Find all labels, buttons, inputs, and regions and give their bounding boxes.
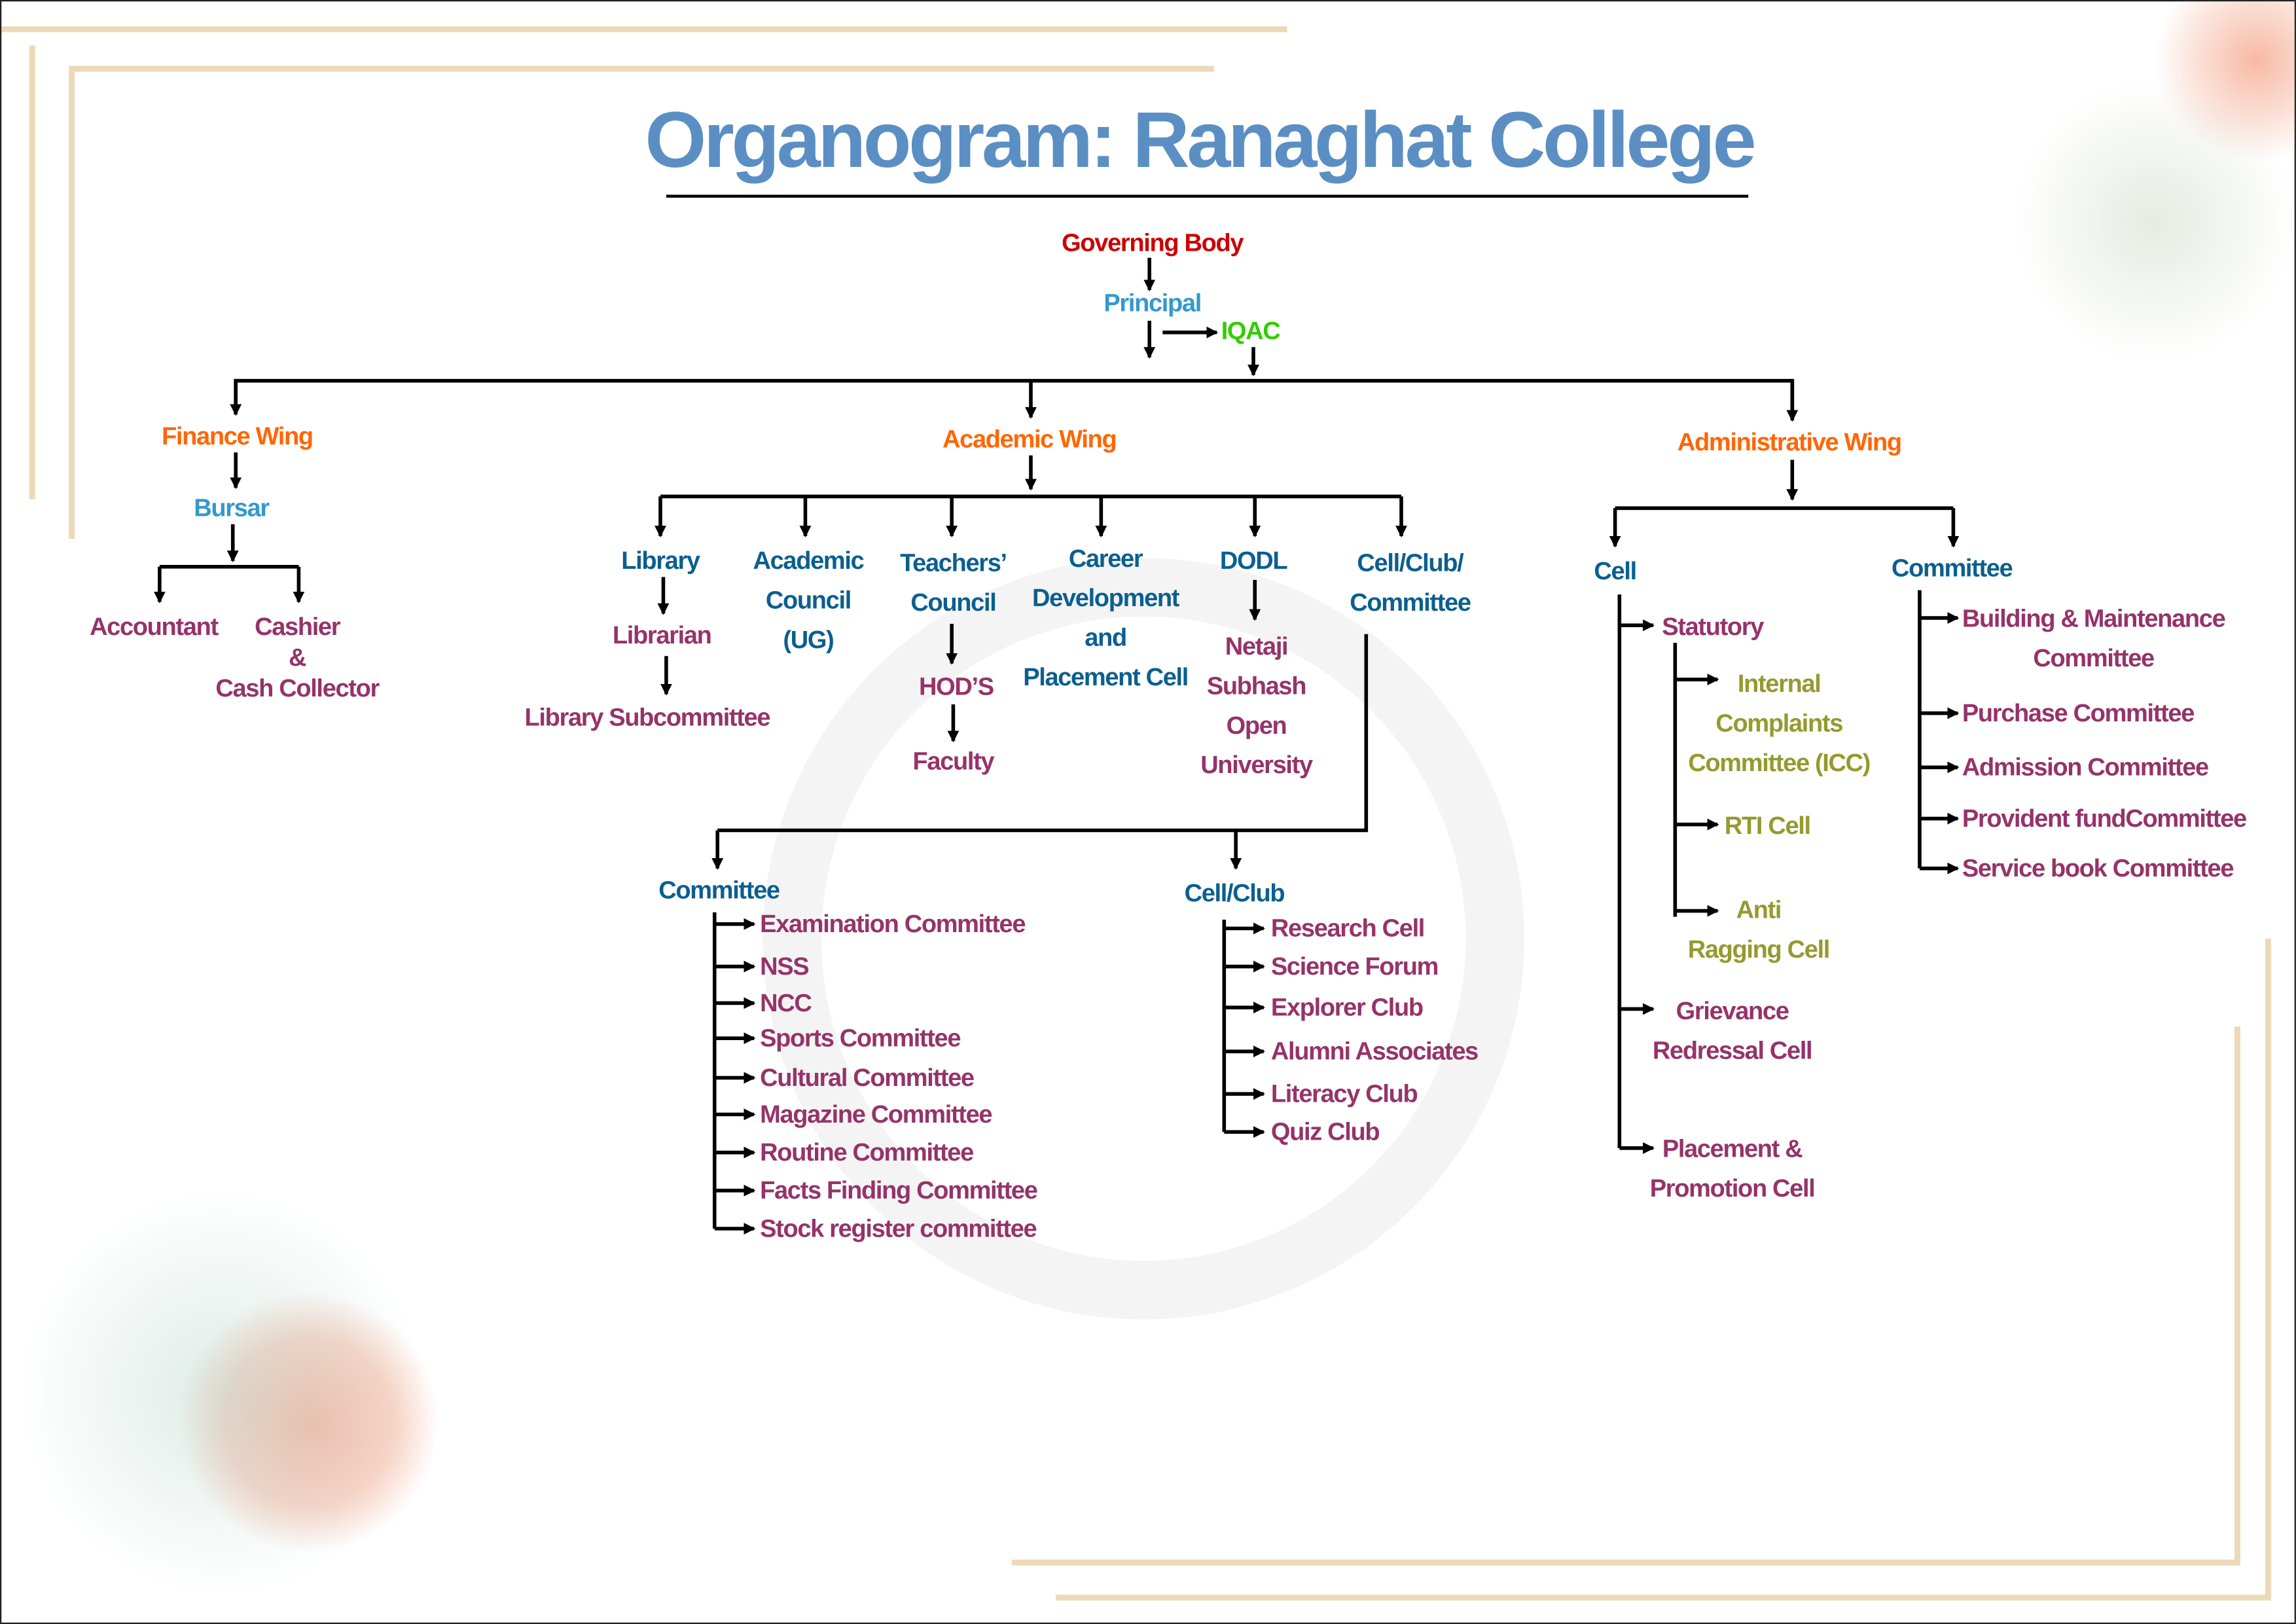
list-item: Routine Committee (760, 1138, 974, 1166)
node-teachers-council: Teachers’ Council (900, 549, 1007, 617)
decorative-border (1, 26, 2271, 1601)
node-anti-ragging-cell: Anti Ragging Cell (1687, 896, 1831, 964)
node-accountant: Accountant (90, 613, 219, 641)
list-item: Examination Committee (760, 910, 1026, 938)
list-item: NSS (760, 952, 810, 981)
node-icc: Internal Complaints Committee (ICC) (1688, 670, 1871, 777)
node-governing-body: Governing Body (1062, 229, 1244, 257)
node-iqac: IQAC (1221, 317, 1281, 345)
node-hods: HOD’S (919, 672, 994, 701)
node-admin-cell: Cell (1594, 557, 1637, 585)
node-cell-club-committee: Cell/Club/ Committee (1350, 549, 1471, 617)
node-dodl: DODL (1219, 547, 1288, 575)
node-admin-committee: Committee (1891, 554, 2013, 583)
list-item: Literacy Club (1270, 1079, 1418, 1108)
list-item: Stock register committee (760, 1214, 1037, 1243)
list-item: Facts Finding Committee (760, 1176, 1038, 1205)
list-item: NCC (760, 989, 812, 1017)
node-finance-wing: Finance Wing (162, 422, 314, 450)
node-grievance-redressal-cell: Grievance Redressal Cell (1652, 997, 1813, 1065)
node-nsou: Netaji Subhash Open University (1200, 632, 1313, 780)
node-library: Library (621, 547, 700, 575)
node-cashier: Cashier & Cash Collector (215, 613, 380, 702)
node-librarian: Librarian (612, 621, 712, 650)
leaf-decoration-top-right (2007, 60, 2295, 382)
list-item: Purchase Committee (1962, 699, 2195, 727)
node-academic-wing: Academic Wing (942, 425, 1117, 454)
node-rti-cell: RTI Cell (1724, 812, 1811, 840)
node-placement-promotion-cell: Placement & Promotion Cell (1649, 1134, 1816, 1202)
list-item: Admission Committee (1962, 753, 2209, 782)
node-statutory: Statutory (1662, 613, 1764, 641)
node-faculty: Faculty (912, 748, 995, 776)
node-academic-committee: Committee (658, 876, 780, 905)
list-item: Quiz Club (1270, 1118, 1380, 1146)
node-administrative-wing: Administrative Wing (1677, 428, 1902, 456)
node-bursar: Bursar (194, 494, 270, 522)
list-item: Cultural Committee (760, 1064, 975, 1092)
node-principal: Principal (1103, 289, 1202, 317)
list-item: Alumni Associates (1270, 1038, 1479, 1066)
list-item: Science Forum (1270, 952, 1439, 981)
list-item: Sports Committee (760, 1024, 961, 1053)
node-career-development: Career Development and Placement Cell (1023, 545, 1189, 691)
node-library-subcommittee: Library Subcommittee (524, 703, 770, 732)
page-title: Organogram: Ranaghat College (645, 96, 1756, 185)
list-item: Provident fundCommittee (1962, 804, 2247, 833)
list-item: Explorer Club (1270, 993, 1424, 1022)
leaf-decoration-bottom-left (1, 1172, 441, 1613)
node-academic-council: Academic Council (UG) (753, 547, 864, 654)
list-item: Magazine Committee (760, 1100, 992, 1128)
list-item: Service book Committee (1962, 854, 2234, 882)
node-academic-cell-club: Cell/Club (1184, 879, 1285, 907)
list-item: Research Cell (1270, 914, 1425, 943)
list-item: Building & Maintenance Committee (1962, 604, 2226, 672)
